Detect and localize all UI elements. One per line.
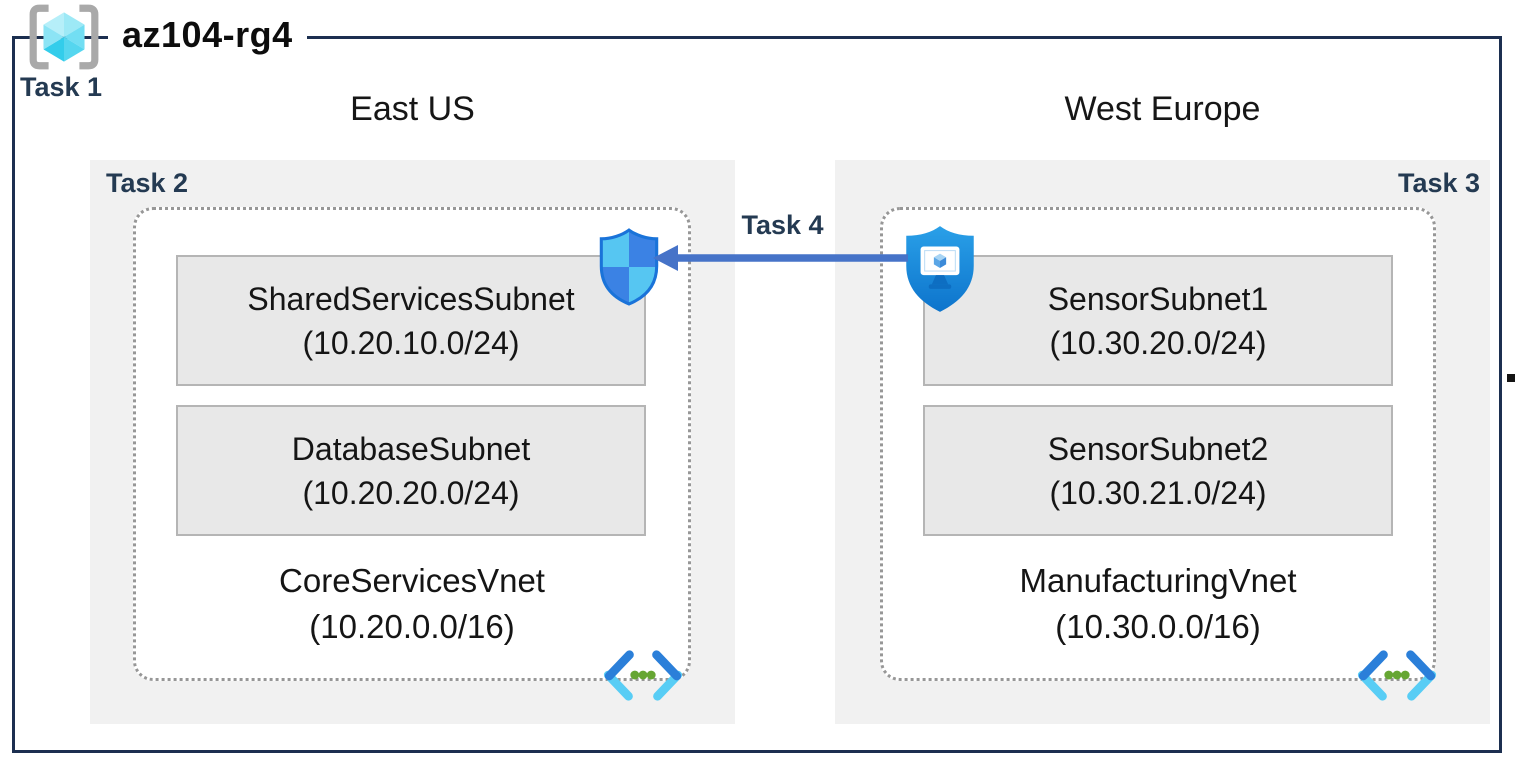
subnet-box-sensor2: SensorSubnet2 (10.30.21.0/24) (923, 405, 1393, 536)
subnet-cidr: (10.30.21.0/24) (1049, 474, 1267, 511)
region-label-west-europe: West Europe (1064, 90, 1261, 128)
vnet-label-coreservices: CoreServicesVnet (10.20.0.0/16) (136, 558, 688, 650)
bastion-shield-monitor-icon (901, 223, 979, 320)
cyan-cube (43, 12, 85, 62)
subnet-cidr: (10.20.20.0/24) (302, 474, 520, 511)
subnet-cidr: (10.20.10.0/24) (302, 324, 520, 361)
subnet-name: SensorSubnet2 (1047, 430, 1269, 467)
vnet-icon (596, 648, 690, 709)
stray-mark (1507, 374, 1515, 382)
vnet-name: ManufacturingVnet (1019, 562, 1297, 599)
vnet-name: CoreServicesVnet (279, 562, 545, 599)
vnet-box-coreservices: SharedServicesSubnet (10.20.10.0/24) Dat… (133, 207, 691, 681)
subnet-box-sharedservices: SharedServicesSubnet (10.20.10.0/24) (176, 255, 646, 386)
monitor-stand (931, 275, 949, 285)
mini-cube (933, 253, 947, 268)
green-dots (1384, 670, 1410, 680)
subnet-name: SensorSubnet1 (1047, 280, 1269, 317)
subnet-cidr: (10.30.20.0/24) (1049, 324, 1267, 361)
subnet-box-database: DatabaseSubnet (10.20.20.0/24) (176, 405, 646, 536)
resource-group-title: az104-rg4 (108, 14, 307, 56)
arrowhead-left (653, 245, 678, 271)
resource-group-border (12, 36, 1502, 753)
peering-arrow (650, 238, 920, 283)
vnet-cidr: (10.20.0.0/16) (309, 608, 515, 645)
resource-group-icon (26, 4, 102, 75)
subnet-name: SharedServicesSubnet (247, 280, 575, 317)
task4-label: Task 4 (741, 210, 824, 240)
vnet-box-manufacturing: SensorSubnet1 (10.30.20.0/24) SensorSubn… (880, 207, 1436, 681)
vnet-cidr: (10.30.0.0/16) (1055, 608, 1261, 645)
vnet-icon (1350, 648, 1444, 709)
security-shield-icon (596, 227, 662, 312)
subnet-name: DatabaseSubnet (291, 430, 531, 467)
vnet-label-manufacturing: ManufacturingVnet (10.30.0.0/16) (883, 558, 1433, 650)
region-label-east-us: East US (350, 90, 475, 128)
task1-label: Task 1 (20, 72, 103, 102)
subnet-box-sensor1: SensorSubnet1 (10.30.20.0/24) (923, 255, 1393, 386)
green-dots (630, 670, 656, 680)
bracket-strokes (29, 4, 99, 70)
task2-label: Task 2 (106, 168, 189, 198)
task3-label: Task 3 (1398, 168, 1481, 198)
